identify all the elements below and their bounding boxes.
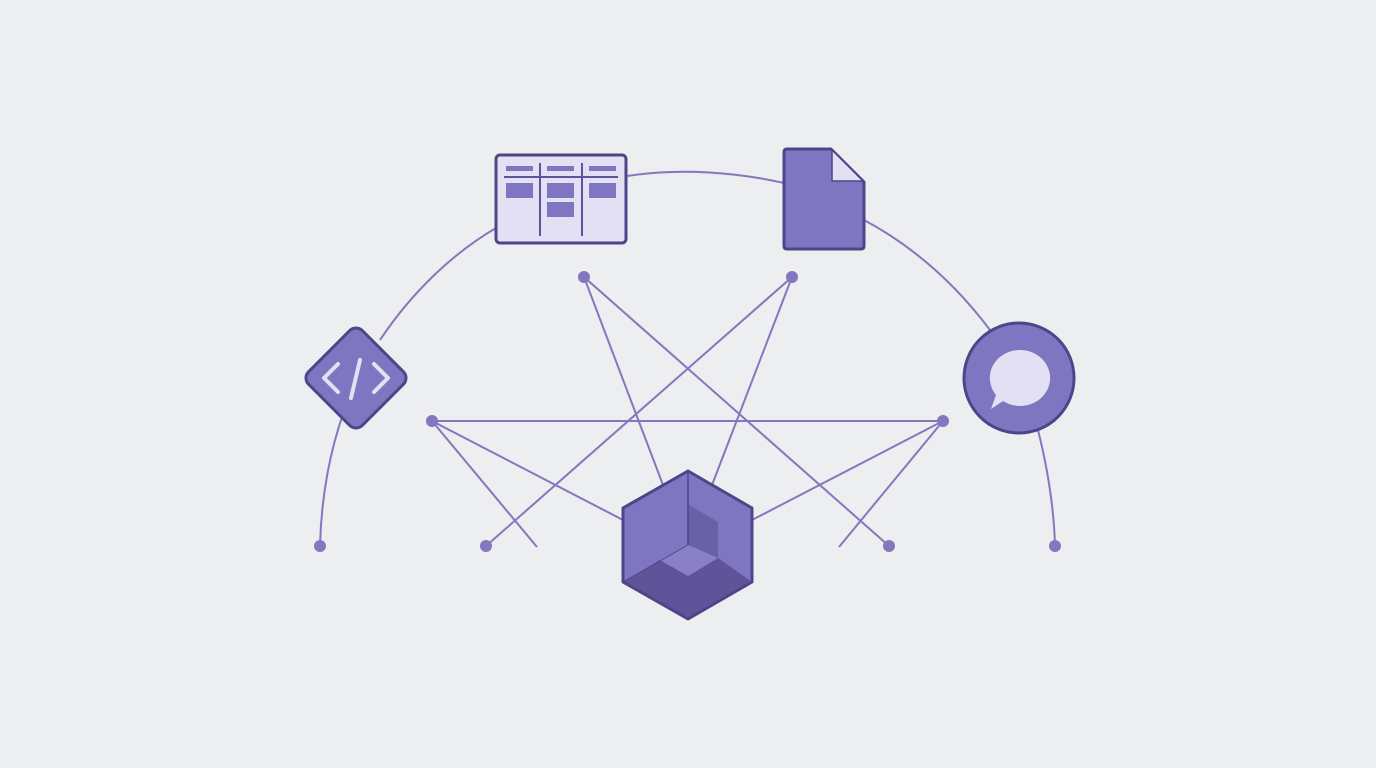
arc-document-to-chat: [863, 219, 991, 331]
endpoint-dot: [426, 415, 438, 427]
arc-diamond-to-board: [379, 227, 497, 341]
endpoint-dot: [314, 540, 326, 552]
hexagon-cube-icon: [621, 469, 754, 621]
kanban-board-icon: [494, 153, 628, 245]
link: [711, 276, 793, 486]
endpoint-dot: [937, 415, 949, 427]
connector-lines: [319, 170, 1056, 548]
link: [431, 420, 538, 548]
link: [583, 276, 890, 547]
arc-right: [1037, 429, 1056, 547]
endpoint-dot: [786, 271, 798, 283]
link: [485, 276, 793, 547]
endpoint-dots: [314, 271, 1061, 552]
chat-bubble-icon: [962, 321, 1076, 435]
link: [431, 420, 624, 521]
arc-board-to-document: [626, 170, 785, 184]
endpoint-dot: [1049, 540, 1061, 552]
link: [751, 420, 944, 521]
endpoint-dot: [578, 271, 590, 283]
link: [838, 420, 944, 548]
document-icon: [782, 147, 866, 251]
code-icon: [304, 326, 408, 430]
endpoint-dot: [480, 540, 492, 552]
endpoint-dot: [883, 540, 895, 552]
link: [583, 276, 664, 486]
